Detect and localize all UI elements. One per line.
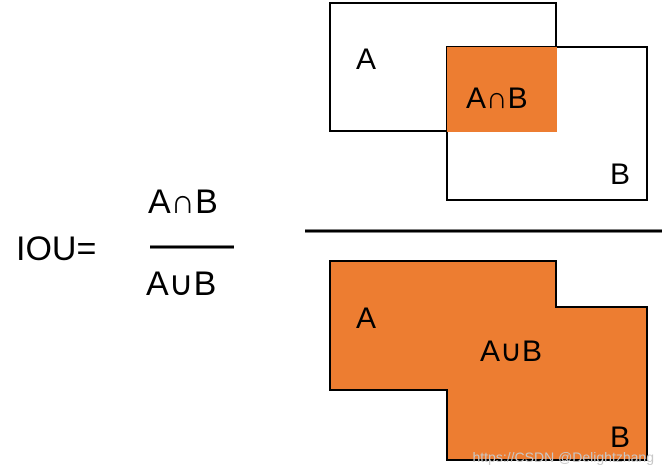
- formula-denominator: A∪B: [146, 265, 217, 303]
- union-b-label: B: [610, 421, 631, 454]
- intersection-label: A∩B: [466, 82, 528, 115]
- box-b-label: B: [610, 158, 631, 191]
- iou-label: IOU=: [16, 230, 97, 268]
- watermark: https://CSDN @Delightzhang: [472, 449, 654, 465]
- union-a-label: A: [356, 302, 377, 335]
- union-label: A∪B: [480, 335, 542, 368]
- box-a-label: A: [356, 43, 377, 76]
- formula-numerator: A∩B: [148, 183, 218, 221]
- union-region: [329, 260, 648, 461]
- intersection-region: [447, 47, 557, 132]
